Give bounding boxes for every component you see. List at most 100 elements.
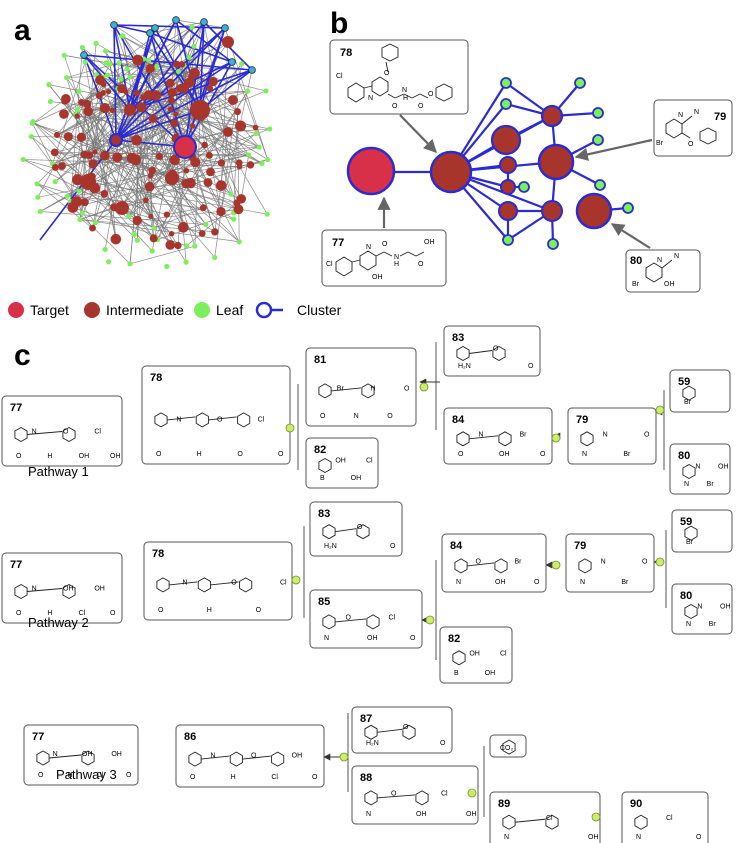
atom-label: Cl <box>366 458 373 465</box>
atom-label: O <box>251 752 257 759</box>
atom-label: OH <box>94 586 105 593</box>
intermediate-node <box>165 240 176 250</box>
atom-label: O <box>440 740 446 747</box>
atom-label: O <box>696 834 702 841</box>
intermediate-node <box>147 172 154 179</box>
compound-number: 88 <box>360 772 372 784</box>
atom-label: N <box>601 559 606 566</box>
atom-label: H <box>370 386 375 393</box>
atom-label: OH <box>588 834 599 841</box>
intermediate-node <box>132 215 142 226</box>
intermediate-node <box>123 89 129 95</box>
intermediate-node <box>53 131 61 139</box>
leaf-node <box>622 202 634 214</box>
leaf-node <box>149 248 155 254</box>
atom-label: N <box>582 451 587 458</box>
intermediate-node <box>235 120 247 132</box>
network-edge <box>104 99 234 156</box>
leaf-node <box>256 144 262 150</box>
atom-label: N <box>53 751 58 758</box>
intermediate-node <box>222 127 233 137</box>
arrow-79-to-node <box>574 138 653 161</box>
leaf-node <box>93 40 99 47</box>
atom-label: H <box>67 772 72 779</box>
leaf-node <box>246 152 252 158</box>
leaf-node <box>244 88 251 94</box>
cluster-hub-node <box>109 133 123 147</box>
compound-number: 85 <box>318 596 330 608</box>
atom-label: N <box>456 579 461 586</box>
atom-label: H <box>231 774 236 781</box>
compound-number: 78 <box>152 548 164 560</box>
cluster-edge <box>199 69 253 111</box>
intermediate-node <box>92 149 98 155</box>
leaf-node <box>103 48 109 54</box>
network-edge <box>190 133 257 184</box>
intermediate-node <box>136 102 147 113</box>
network-edge <box>159 156 204 208</box>
atom-label: O <box>387 413 393 420</box>
compound-number: 80 <box>678 450 690 462</box>
atom-label: Cl <box>94 429 101 436</box>
atom-label: N <box>504 834 509 841</box>
legend-leaf-marker <box>194 302 210 318</box>
leaf-node <box>518 181 530 193</box>
cluster-edge <box>115 19 177 141</box>
atom-label: OH <box>292 752 303 759</box>
atom-label: O <box>391 791 397 798</box>
intermediate-node <box>133 89 140 97</box>
compound-number: 77 <box>332 237 344 249</box>
atom-label: O <box>16 610 22 617</box>
atom-label: N <box>580 579 585 586</box>
panel-label-b: b <box>330 7 348 40</box>
atom-label: OH <box>466 811 477 818</box>
atom-label: OH <box>499 451 510 458</box>
atom-label: Cl <box>326 261 333 268</box>
leaf-node <box>20 156 26 163</box>
atom-label: O <box>357 524 363 531</box>
leaf-node <box>500 77 512 89</box>
leaf-node <box>500 98 512 110</box>
atom-label: H <box>47 453 52 460</box>
reaction-node <box>655 557 665 567</box>
leaf-node <box>37 208 44 215</box>
atom-label: N <box>479 431 484 438</box>
intermediate-node <box>234 108 242 116</box>
atom-label: N <box>368 95 373 102</box>
network-edge <box>129 76 229 133</box>
cluster-edge <box>115 69 253 141</box>
network-graph-a <box>20 16 273 270</box>
intermediate-node <box>100 89 106 96</box>
atom-label: OH <box>720 604 731 611</box>
legend-target-marker <box>8 302 24 318</box>
cluster-node <box>110 21 118 29</box>
atom-label: Br <box>632 281 640 288</box>
intermediate-node <box>173 111 179 117</box>
intermediate-node <box>76 132 87 142</box>
intermediate-node <box>203 178 213 187</box>
leaf-node <box>183 259 189 265</box>
legend-cluster-label: Cluster <box>297 302 342 318</box>
leaf-node <box>76 188 82 194</box>
atom-label: OH <box>82 751 93 758</box>
compound-number: 89 <box>498 798 510 810</box>
compound-number: 84 <box>452 414 465 426</box>
cluster-node <box>151 24 159 32</box>
pathway-1: 77ONHOOHClOH78ONHOOClO81OBrNHOO82BOHOHCl… <box>1 325 731 495</box>
intermediate-node <box>149 234 158 243</box>
network-edge <box>87 63 111 110</box>
atom-label: O <box>390 543 396 550</box>
atom-label: O <box>540 451 546 458</box>
network-edge <box>56 87 185 136</box>
intermediate-node <box>201 141 208 149</box>
network-edge <box>171 100 268 160</box>
intermediate-node <box>165 171 179 185</box>
network-edge <box>89 88 123 156</box>
